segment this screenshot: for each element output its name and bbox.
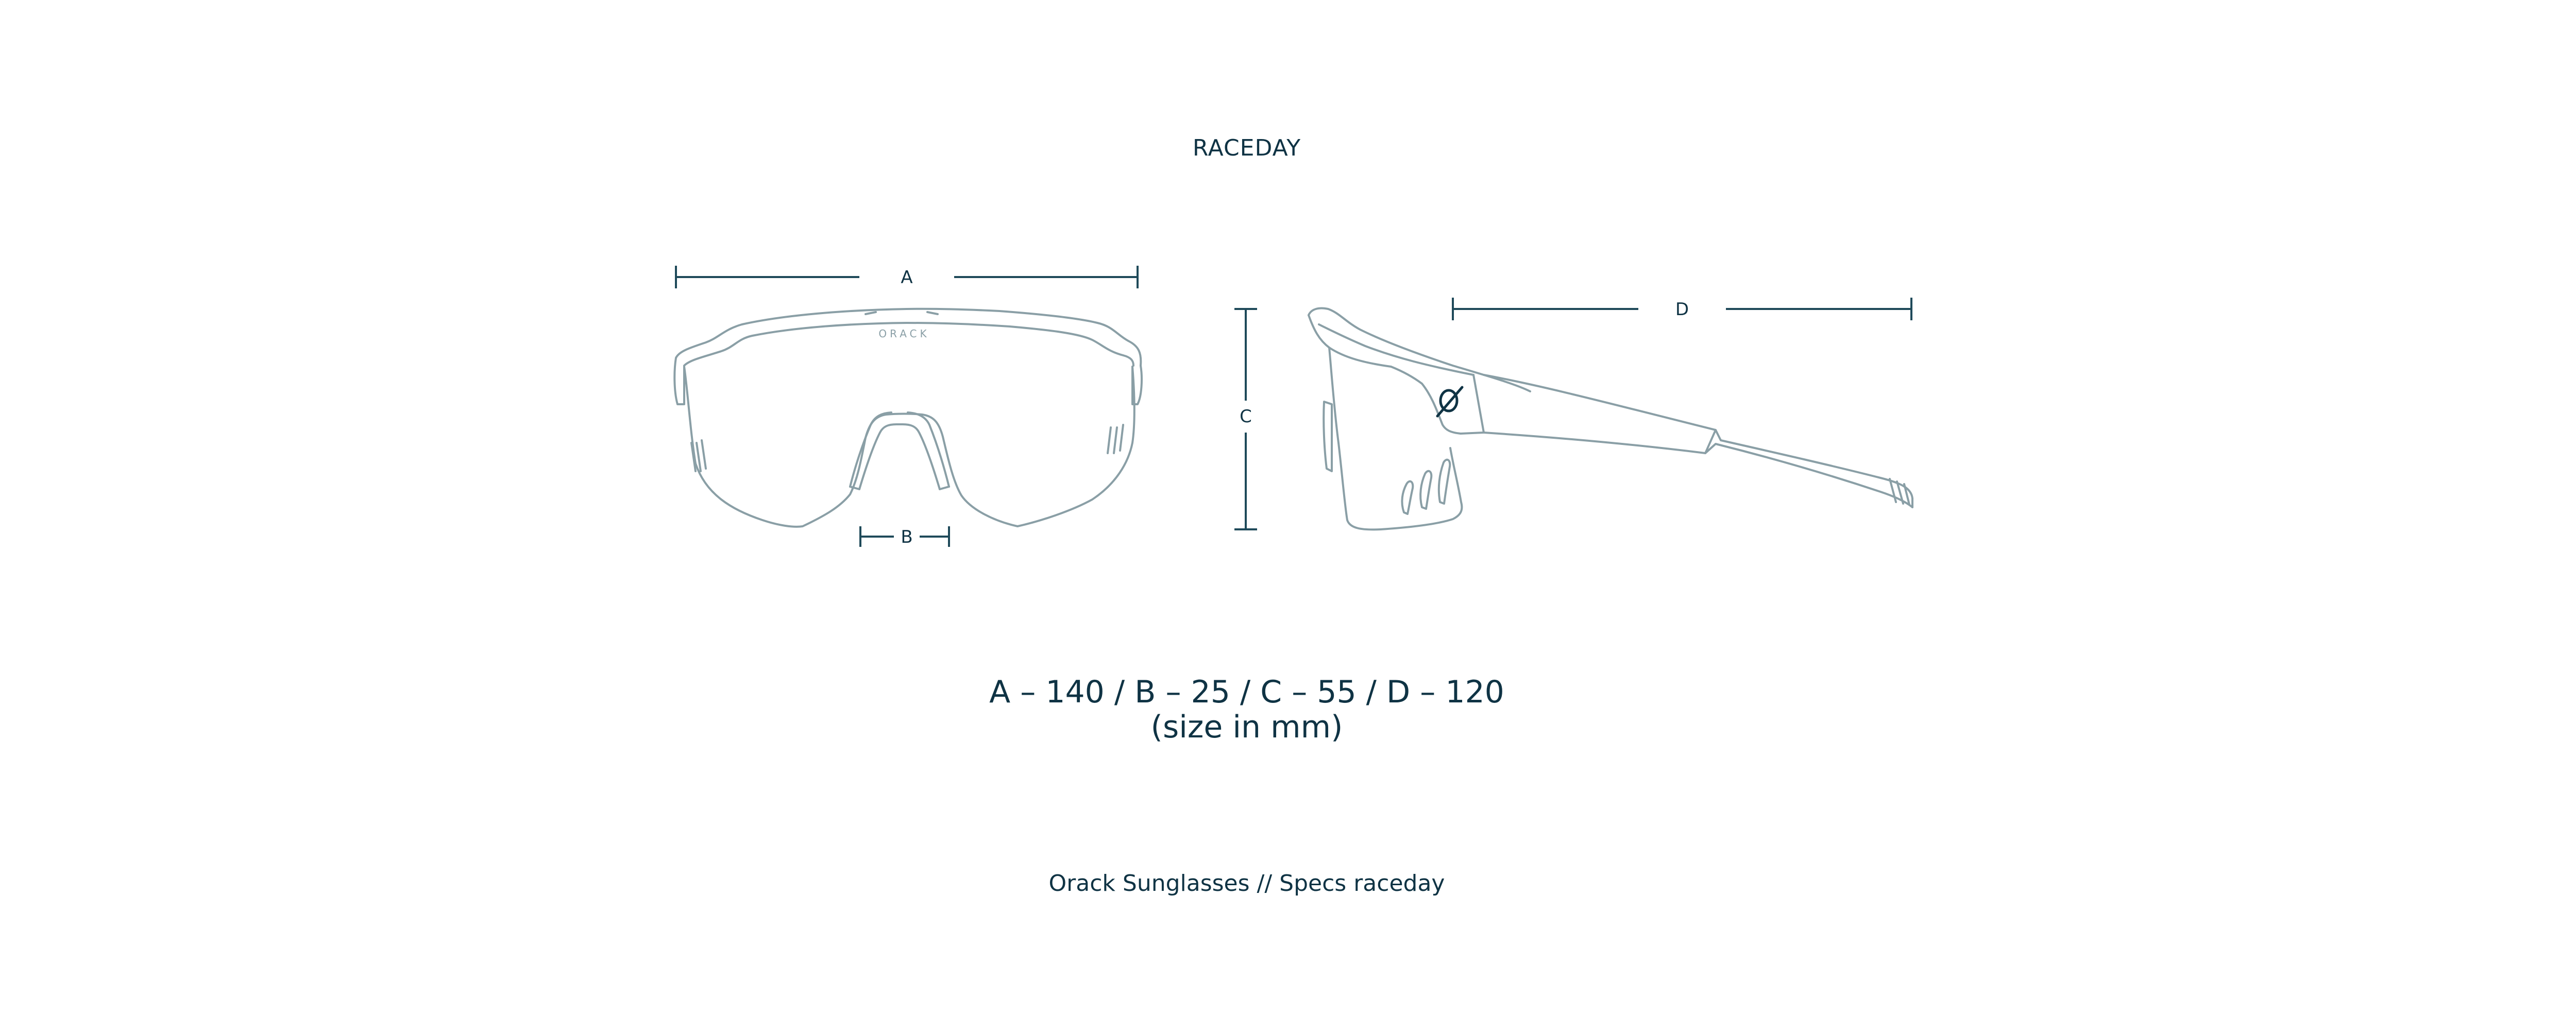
- specs-unit-note: (size in mm): [1150, 709, 1343, 745]
- dimension-specs: A – 140 / B – 25 / C – 55 / D – 120 (siz…: [0, 675, 2494, 745]
- dimension-b-label: B: [901, 527, 912, 547]
- dimension-c: [1234, 308, 1257, 530]
- side-view-glasses: [1308, 307, 1913, 531]
- front-view-glasses: [673, 307, 1143, 528]
- dimension-c-label: C: [1240, 406, 1252, 427]
- dimension-d: [1452, 298, 1912, 320]
- brand-mark: ORACK: [878, 328, 929, 340]
- dimension-d-label: D: [1675, 299, 1689, 320]
- product-title: RACEDAY: [1192, 135, 1301, 161]
- dimension-b: [859, 526, 950, 547]
- orack-logo-icon: [1436, 386, 1464, 418]
- dimension-a-label: A: [901, 267, 912, 288]
- footer-caption: Orack Sunglasses // Specs raceday: [1048, 870, 1445, 897]
- specs-line: A – 140 / B – 25 / C – 55 / D – 120: [989, 674, 1504, 710]
- dimension-a: [675, 266, 1139, 288]
